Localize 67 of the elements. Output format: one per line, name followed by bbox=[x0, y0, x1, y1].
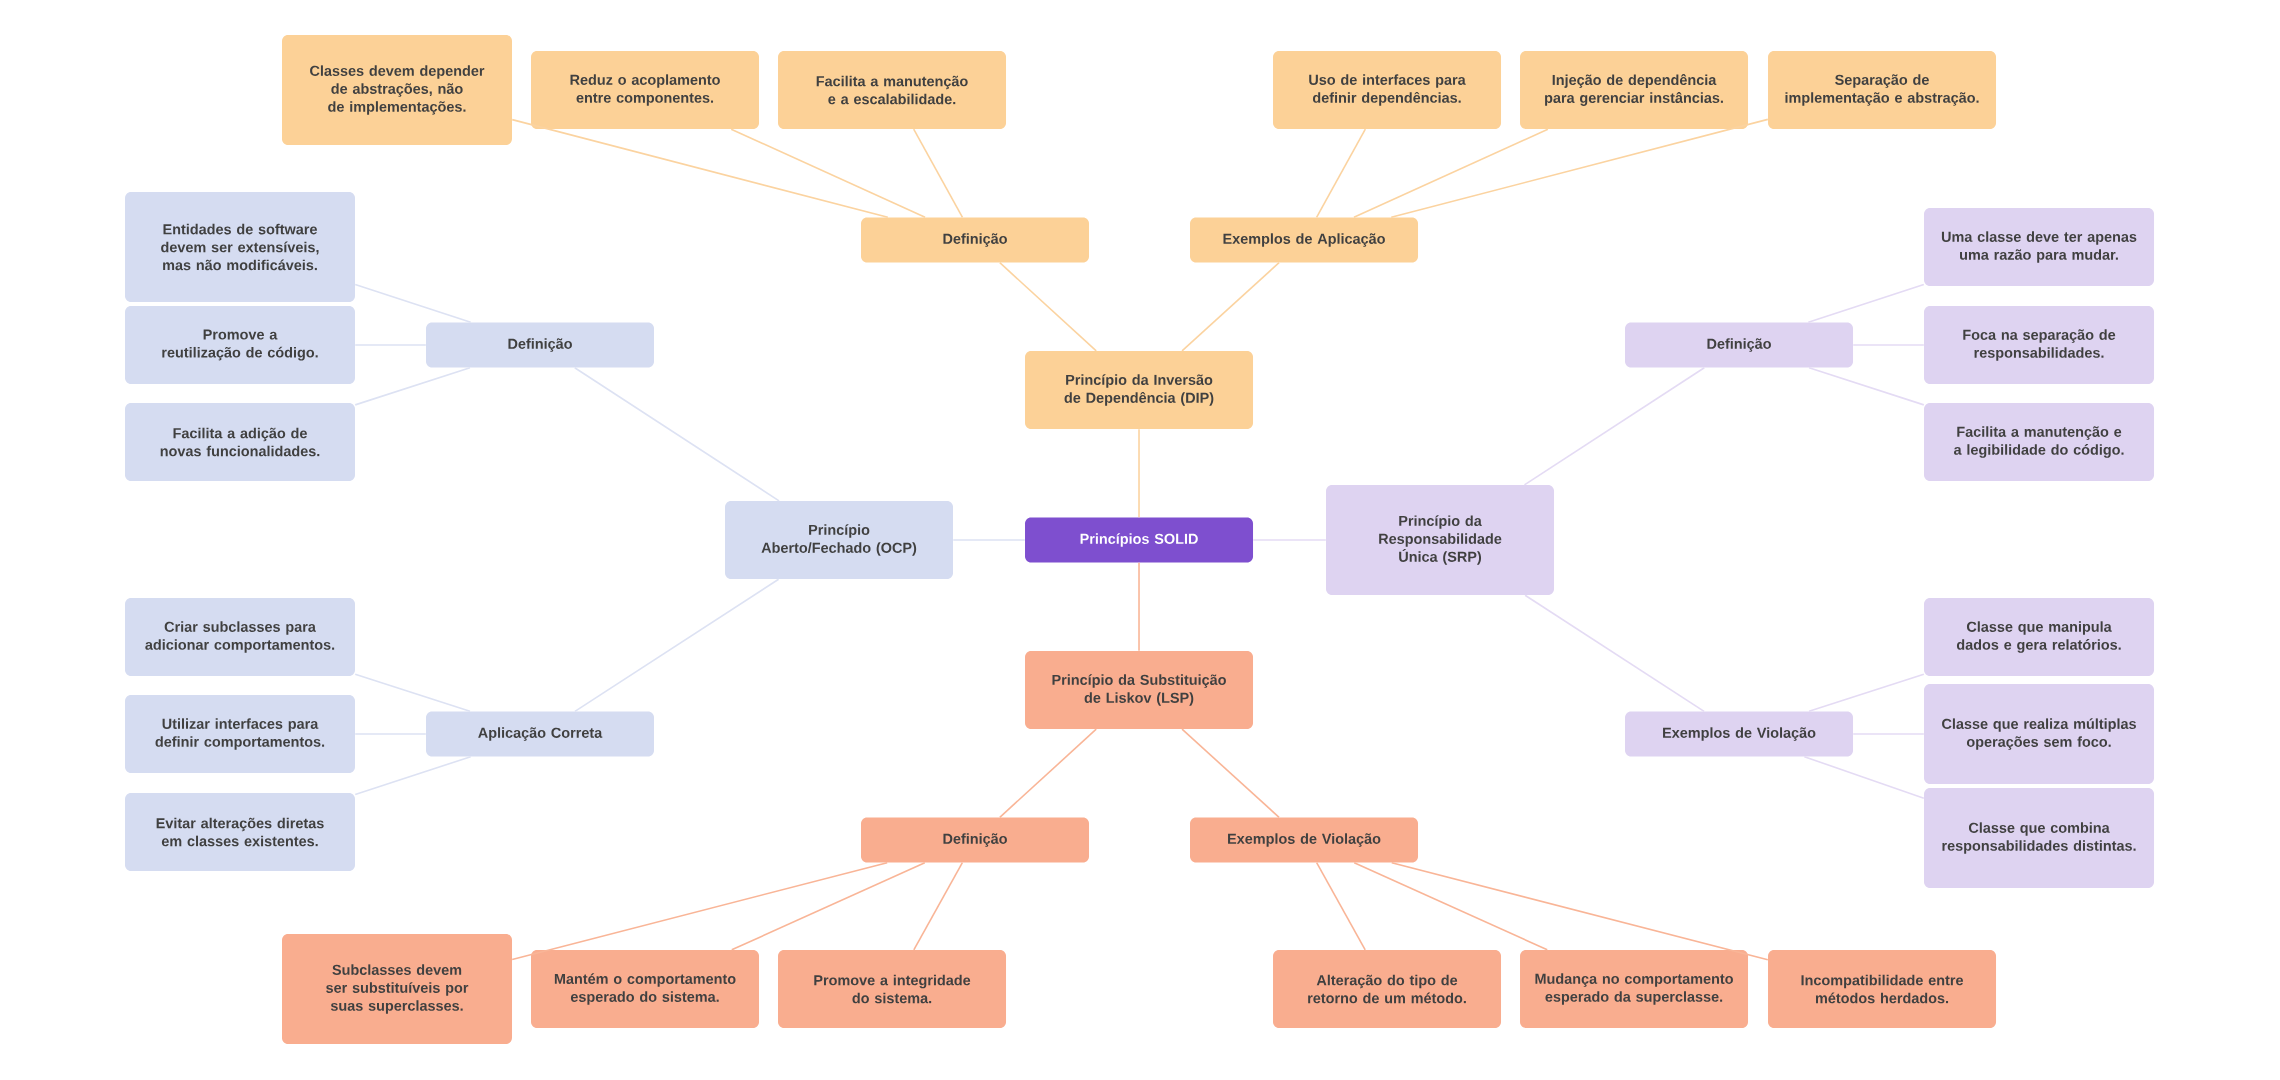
connector-line bbox=[1524, 594, 1705, 713]
topic-box: Evitar alterações diretas em classes existentes. bbox=[125, 793, 355, 871]
topic-box: Classe que realiza múltiplas operações sem foco. bbox=[1924, 684, 2155, 784]
connector-line bbox=[511, 861, 888, 961]
connector-line bbox=[573, 366, 780, 502]
topic-box: Foca na separação de responsabilidades. bbox=[1924, 306, 2155, 384]
connector-line bbox=[731, 861, 926, 951]
connector-line bbox=[1808, 673, 1925, 713]
connector-line bbox=[913, 861, 964, 951]
topic-box: Exemplos de Violação bbox=[1625, 711, 1854, 757]
topic-box: Reduz o acoplamento entre componentes. bbox=[531, 51, 759, 129]
topic-box: Promove a reutilização de código. bbox=[125, 306, 355, 384]
topic-box: Aplicação Correta bbox=[426, 711, 654, 757]
connector-line bbox=[1315, 861, 1366, 951]
topic-box: Princípio da Inversão de Dependência (DIP) bbox=[1025, 351, 1253, 429]
connector-line bbox=[1315, 128, 1367, 219]
topic-box: Princípio da Substituição de Liskov (LSP) bbox=[1025, 651, 1253, 729]
topic-box: Facilita a adição de novas funcionalidades. bbox=[125, 403, 355, 481]
topic-box: Facilita a manutenção e a legibilidade do código. bbox=[1924, 403, 2155, 481]
connector-line bbox=[999, 261, 1098, 352]
connector-line bbox=[1138, 428, 1140, 519]
connector-line bbox=[1181, 728, 1280, 819]
connector-line bbox=[1353, 128, 1549, 219]
connector-line bbox=[999, 728, 1098, 819]
connector-line bbox=[354, 673, 471, 713]
topic-box: Uma classe deve ter apenas uma razão para mudar. bbox=[1924, 208, 2155, 286]
topic-box: Utilizar interfaces para definir comportamentos. bbox=[125, 695, 355, 773]
topic-box: Classes devem depender de abstrações, não de implementações. bbox=[282, 35, 512, 145]
topic-box: Alteração do tipo de retorno de um método. bbox=[1273, 950, 1501, 1028]
topic-box: Definição bbox=[426, 322, 654, 368]
topic-box: Definição bbox=[1625, 322, 1854, 368]
connector-line bbox=[1138, 561, 1140, 652]
connector-line bbox=[511, 118, 889, 219]
topic-box: Princípio Aberto/Fechado (OCP) bbox=[725, 501, 953, 579]
topic-box: Exemplos de Aplicação bbox=[1190, 217, 1418, 263]
connector-line bbox=[1353, 861, 1549, 951]
central-topic-box: Princípios SOLID bbox=[1025, 517, 1253, 563]
topic-box: Classe que combina responsabilidades distintas. bbox=[1924, 788, 2155, 888]
topic-box: Facilita a manutenção e a escalabilidade. bbox=[778, 51, 1006, 129]
topic-box: Mantém o comportamento esperado do sistema. bbox=[531, 950, 759, 1028]
connector-line bbox=[730, 128, 926, 219]
topic-box: Uso de interfaces para definir dependências. bbox=[1273, 51, 1501, 129]
topic-box: Princípio da Responsabilidade Única (SRP) bbox=[1326, 485, 1554, 595]
topic-box: Injeção de dependência para gerenciar instâncias. bbox=[1520, 51, 1748, 129]
topic-box: Separação de implementação e abstração. bbox=[1768, 51, 1997, 129]
topic-box: Promove a integridade do sistema. bbox=[778, 950, 1006, 1028]
topic-box: Definição bbox=[861, 217, 1089, 263]
connector-line bbox=[574, 578, 780, 713]
connector-line bbox=[912, 128, 964, 219]
topic-box: Criar subclasses para adicionar comportamentos. bbox=[125, 598, 355, 676]
connector-line bbox=[354, 366, 471, 406]
topic-box: Subclasses devem ser substituíveis por suas superclasses. bbox=[282, 934, 512, 1044]
connector-line bbox=[1803, 755, 1925, 799]
connector-line bbox=[1390, 861, 1769, 961]
connector-line bbox=[1523, 366, 1706, 486]
connector-line bbox=[1807, 283, 1925, 324]
connector-line bbox=[1390, 118, 1769, 219]
topic-box: Exemplos de Violação bbox=[1190, 817, 1418, 863]
connector-line bbox=[354, 755, 472, 796]
topic-box: Mudança no comportamento esperado da superclasse. bbox=[1520, 950, 1748, 1028]
topic-box: Classe que manipula dados e gera relatórios. bbox=[1924, 598, 2155, 676]
topic-box: Entidades de software devem ser extensíveis, mas não modificáveis. bbox=[125, 192, 355, 302]
connector-line bbox=[1808, 366, 1925, 406]
topic-box: Definição bbox=[861, 817, 1089, 863]
connector-line bbox=[354, 283, 472, 324]
topic-box: Incompatibilidade entre métodos herdados. bbox=[1768, 950, 1997, 1028]
connector-line bbox=[1181, 261, 1280, 352]
